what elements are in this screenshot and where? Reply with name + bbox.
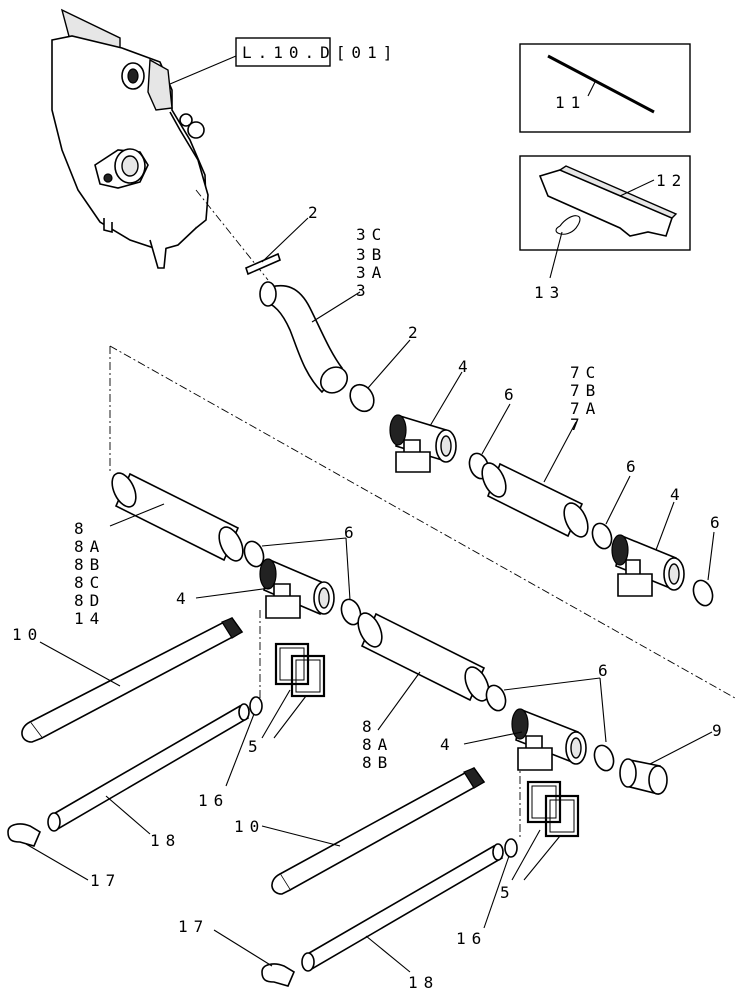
outlet-tube-10-left: [21, 616, 244, 743]
svg-text:7B: 7B: [570, 381, 601, 400]
tee-fitting-right: [611, 501, 685, 597]
svg-text:3B: 3B: [356, 245, 387, 264]
callout-6-5: 6: [598, 661, 614, 680]
end-cap: [619, 731, 713, 796]
callout-6-2: 6: [626, 457, 642, 476]
svg-text:8A: 8A: [362, 735, 393, 754]
tee-fitting-left: [195, 558, 335, 619]
tee-fitting-upper: [389, 371, 463, 473]
callout-5-right: 5: [500, 883, 516, 902]
reference-callout[interactable]: L.10.D[01]: [235, 37, 398, 67]
clamp-16-right: [504, 838, 518, 858]
svg-text:8B: 8B: [74, 555, 105, 574]
tee-fitting-lower: [463, 708, 587, 771]
callout-4-top: 4: [458, 357, 474, 376]
hose-clamp: [245, 217, 309, 276]
callout-6-3: 6: [710, 513, 726, 532]
callout-4-left: 4: [176, 589, 192, 608]
svg-text:7: 7: [570, 415, 586, 434]
inset-shield: 12: [519, 155, 691, 279]
svg-text:3A: 3A: [356, 263, 387, 282]
callout-7-group: 7C 7B 7A 7: [570, 363, 601, 434]
callout-17-right: 17: [178, 917, 209, 936]
straight-tube-8-left: [109, 472, 244, 562]
tube-18-left: [47, 703, 250, 835]
tube-18-right: [301, 843, 504, 973]
gasket-5-left: [261, 642, 326, 739]
callout-18-right: 18: [408, 973, 439, 992]
elbow-17-right: [213, 929, 296, 987]
callout-17-left: 17: [90, 871, 121, 890]
callout-2-mid: 2: [408, 323, 424, 342]
svg-text:7C: 7C: [570, 363, 601, 382]
svg-text:8A: 8A: [74, 537, 105, 556]
clamp-16-left: [249, 696, 263, 716]
svg-text:8: 8: [362, 717, 378, 736]
callout-4-lower: 4: [440, 735, 456, 754]
callout-8-group-left: 8 8A 8B 8C 8D 14: [74, 519, 105, 628]
callout-10-left: 10: [12, 625, 43, 644]
reference-text: L.10.D[01]: [242, 43, 398, 62]
o-ring-6: [485, 684, 507, 712]
outlet-tube-10-right: [261, 766, 486, 895]
callout-5-left: 5: [248, 737, 264, 756]
callout-11: 11: [555, 93, 586, 112]
callout-16-right: 16: [456, 929, 487, 948]
gasket-5-right: [511, 780, 580, 881]
fan-housing: [51, 8, 209, 269]
o-ring-4: [243, 540, 265, 568]
o-ring-2: [591, 522, 613, 550]
callout-4-right: 4: [670, 485, 686, 504]
callout-16-left: 16: [198, 791, 229, 810]
straight-tube-8-mid: [357, 612, 490, 731]
callout-3-group: 3C 3B 3A 3: [356, 225, 387, 300]
straight-tube-7: [481, 421, 589, 538]
callout-6-4: 6: [344, 523, 360, 542]
o-ring-3: [692, 579, 714, 607]
callout-8-group-mid: 8 8A 8B: [362, 717, 393, 772]
reference-leader: [169, 55, 237, 85]
o-ring-5: [340, 598, 362, 626]
callout-10-right: 10: [234, 817, 265, 836]
callout-6-1: 6: [504, 385, 520, 404]
region-line-2: [109, 345, 736, 699]
svg-text:8B: 8B: [362, 753, 393, 772]
callout-2-top: 2: [308, 203, 324, 222]
callout-13: 13: [534, 283, 565, 302]
elbow-17-left: [7, 823, 89, 881]
svg-text:8: 8: [74, 519, 90, 538]
svg-text:8D: 8D: [74, 591, 105, 610]
o-ring-7: [593, 744, 615, 772]
clamp-ring-2: [349, 339, 411, 413]
callout-9: 9: [712, 721, 728, 740]
elbow-hose: [259, 281, 361, 394]
callout-12: 12: [656, 171, 687, 190]
callout-18-left: 18: [150, 831, 181, 850]
svg-text:3C: 3C: [356, 225, 387, 244]
svg-text:3: 3: [356, 281, 372, 300]
svg-text:14: 14: [74, 609, 105, 628]
svg-text:8C: 8C: [74, 573, 105, 592]
svg-text:7A: 7A: [570, 399, 601, 418]
inset-rod: 11: [519, 43, 691, 133]
